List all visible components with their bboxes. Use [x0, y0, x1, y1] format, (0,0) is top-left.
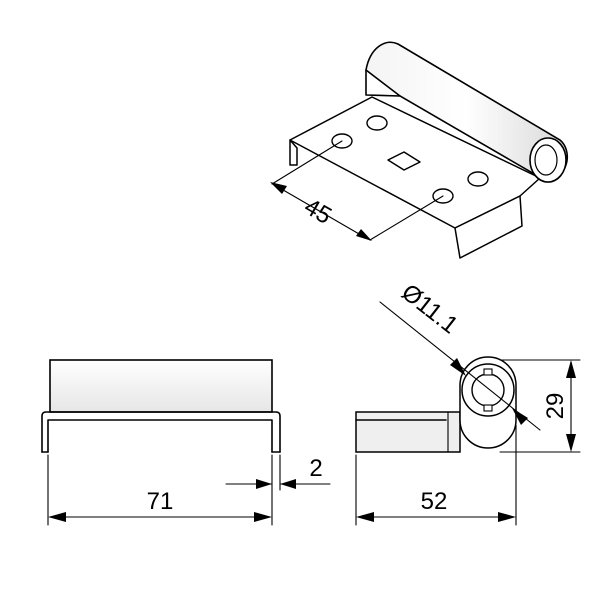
dimension-2-label: 2: [309, 455, 322, 482]
front-view: 71 2: [41, 359, 331, 526]
mounting-hole-icon: [467, 171, 489, 187]
front-barrel: [49, 359, 273, 413]
hinge-plate-lip: [454, 195, 523, 259]
dimension-45-label: 45: [299, 193, 336, 230]
dimension-71-label: 71: [147, 488, 174, 515]
dimension-52-label: 52: [421, 488, 448, 515]
side-view: 52 29 Ø11.1: [355, 279, 581, 526]
side-plate: [355, 411, 461, 453]
isometric-view: 45: [270, 41, 569, 259]
hinge-plate-side-lip: [289, 139, 298, 166]
front-plate: [41, 411, 281, 453]
mounting-hole-icon: [366, 115, 388, 131]
square-hole-icon: [387, 151, 421, 171]
dimension-29-label: 29: [542, 393, 569, 420]
dimension-diameter-label: Ø11.1: [396, 279, 463, 339]
